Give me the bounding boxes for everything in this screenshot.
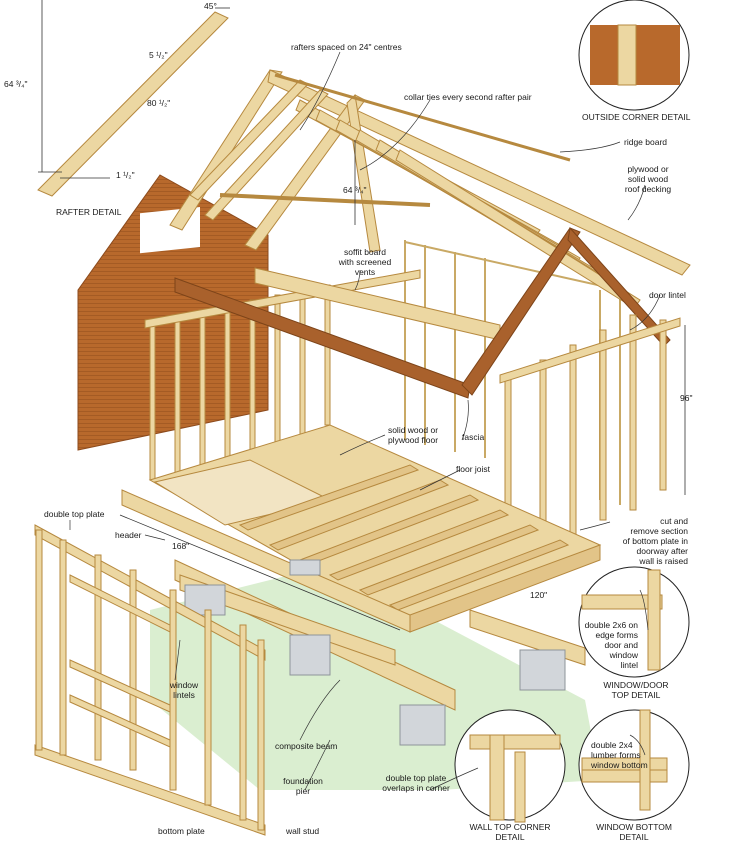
fascia-label: fascia: [462, 432, 485, 442]
window-bottom-circle: [578, 709, 690, 821]
rafter-height-label: 64 ³/₄": [4, 79, 28, 89]
roof-decking-label: plywood or solid wood roof decking: [624, 164, 672, 194]
rim-joist: [409, 544, 601, 633]
dim-168-label: 168": [172, 541, 190, 551]
door-lintel-label: door lintel: [649, 290, 686, 300]
rafter-width-label: 5 ¹/₂": [149, 50, 168, 60]
wall-height-label: 96": [680, 393, 693, 403]
angle-label: 45°: [204, 1, 217, 11]
composite-beam-label: composite beam: [275, 741, 338, 751]
window-door-top-circle: [578, 566, 690, 678]
wall-stud-label: wall stud: [286, 826, 320, 836]
double-2x4-label: double 2x4 lumber forms window bottom: [591, 740, 648, 770]
floor-joist-label: floor joist: [456, 464, 491, 474]
header-label: header: [115, 530, 142, 540]
double-2x6-label: double 2x6 on edge forms door and window…: [584, 620, 638, 670]
outside-corner-circle: [578, 0, 690, 111]
rafter-thickness-label: 1 ¹/₂": [116, 170, 135, 180]
right-wall-frame: [499, 314, 681, 561]
cut-remove-label: cut and remove section of bottom plate i…: [622, 516, 688, 566]
solid-floor-label: solid wood or plywood floor: [387, 425, 439, 445]
front-wall-frame: [34, 524, 266, 836]
double-top-plate-label: double top plate: [44, 509, 105, 519]
dim-120-label: 120": [530, 590, 548, 600]
rafter-detail-title: RAFTER DETAIL: [56, 207, 122, 217]
dimension-lines: [119, 140, 686, 631]
fascia-board: [174, 226, 671, 399]
double-top-overlaps-label: double top plate overlaps in corner: [382, 773, 450, 793]
bottom-plate-label: bottom plate: [158, 826, 205, 836]
collar-ties-label: collar ties every second rafter pair: [404, 92, 532, 102]
wall-top-corner-circle: [454, 709, 566, 823]
ridge-board-label: ridge board: [624, 137, 668, 147]
foundation-pier-label: foundation pier: [283, 776, 323, 796]
collar-tie: [219, 193, 431, 207]
window-bottom-title: WINDOW BOTTOM DETAIL: [596, 822, 672, 842]
leader-lines: [69, 51, 661, 791]
rafter-detail: [37, 0, 230, 197]
ridge-board-line: [274, 73, 571, 162]
outside-corner-title: OUTSIDE CORNER DETAIL: [582, 112, 691, 122]
window-door-top-title: WINDOW/DOOR TOP DETAIL: [603, 680, 669, 700]
rafters-spaced-label: rafters spaced on 24" centres: [291, 42, 402, 52]
foundation-piers: [184, 559, 566, 746]
soffit-label: soffit board with screened vents: [338, 247, 392, 277]
window-lintels-label: window lintels: [169, 680, 199, 700]
rafter-length-label: 80 ¹/₂": [147, 98, 171, 108]
floor-joists: [238, 464, 570, 611]
wall-top-corner-title: WALL TOP CORNER DETAIL: [469, 822, 551, 842]
inner-height-label: 64 ³/₄": [343, 185, 367, 195]
